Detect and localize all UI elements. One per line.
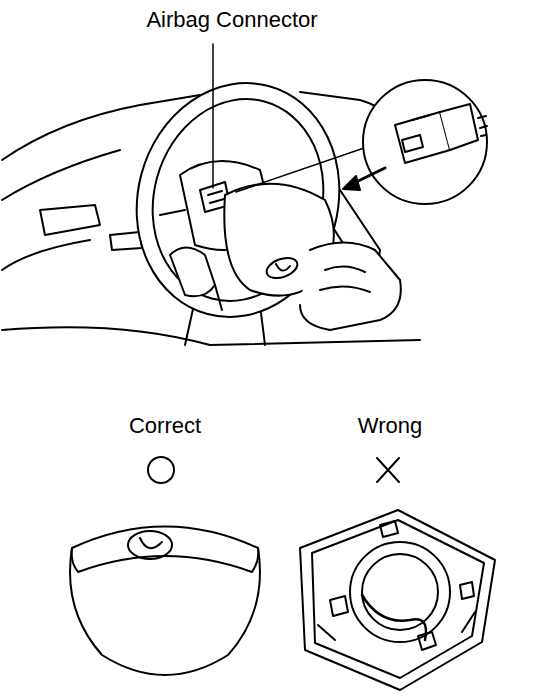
caption-label: Wrong (356, 414, 424, 438)
pad-logo (264, 254, 300, 282)
pad-logo-mark (140, 538, 162, 548)
dashboard-line (2, 327, 420, 345)
pull-arrow-head (343, 176, 360, 190)
correct-symbol (148, 457, 174, 483)
leader-line (212, 44, 214, 188)
pad-back-plate (312, 520, 484, 678)
hand (170, 248, 215, 297)
vent (40, 205, 100, 235)
pad-logo (128, 531, 172, 559)
inflator-inner (362, 554, 438, 630)
finger (320, 266, 370, 292)
pad-edge (72, 548, 259, 572)
airbag-pad-face-down (300, 510, 495, 690)
pad-logo-mark (276, 264, 290, 271)
hand (300, 243, 401, 331)
leader-line (236, 148, 364, 192)
dashboard-line (2, 240, 90, 270)
connector-wire (478, 116, 487, 136)
wrong-symbol (377, 458, 399, 482)
inflator-wire (362, 595, 426, 640)
mounting-bracket (330, 521, 474, 616)
dashboard-line (2, 150, 120, 200)
airbag-pad-face-up (70, 527, 260, 676)
detail-inset (363, 80, 487, 204)
connector-half (395, 112, 450, 163)
pad-connector (418, 632, 436, 650)
part-label: Airbag Connector (144, 8, 319, 32)
pad-rib (318, 612, 475, 640)
connector-half (440, 104, 478, 150)
stalk (110, 232, 142, 250)
connector-latch (402, 115, 430, 152)
caption-label: Correct (127, 414, 203, 438)
inflator (350, 542, 450, 642)
